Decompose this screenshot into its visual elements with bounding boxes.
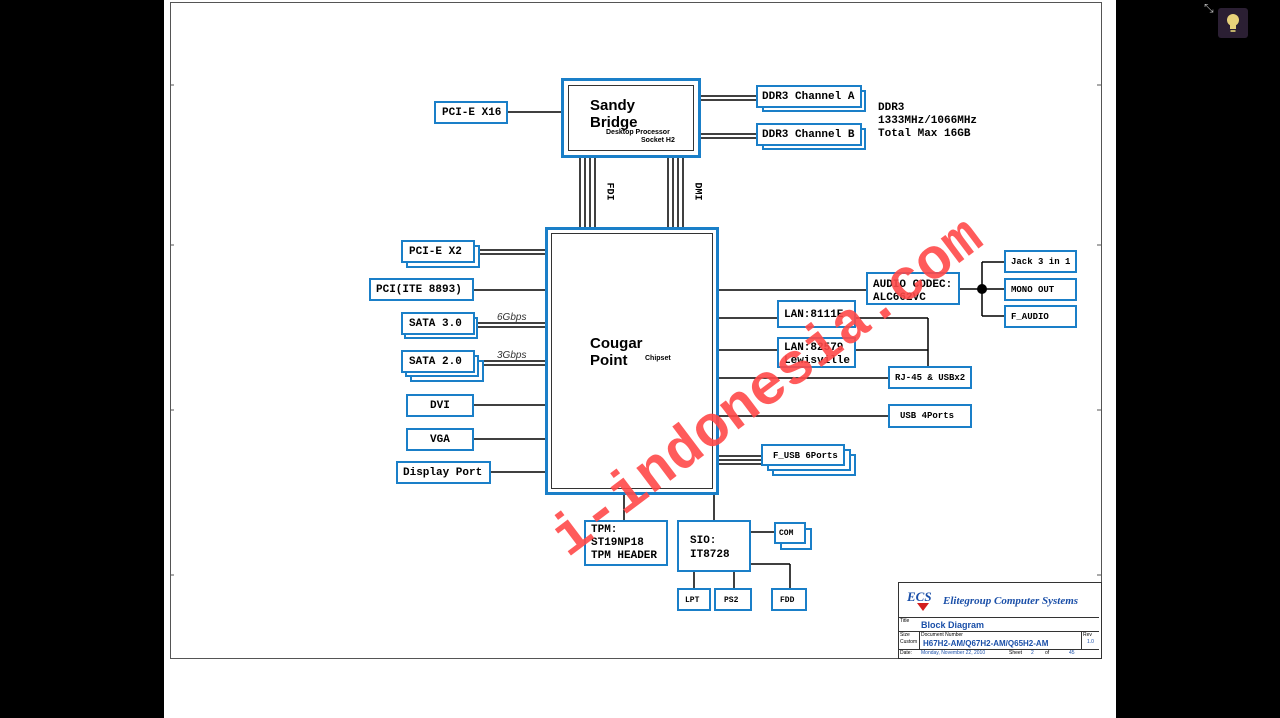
audio-codec-block: AUDIO CODEC: ALC662VC (866, 272, 960, 305)
sio-label: SIO: (690, 535, 717, 547)
ddr-note-capacity: Total Max 16GB (878, 128, 971, 140)
lan-8111e-block: LAN:8111E (777, 300, 856, 328)
sheet-total: 45 (1069, 650, 1075, 656)
title-header: Title (900, 618, 910, 624)
display-port-label: Display Port (403, 467, 483, 479)
sheet-border (170, 2, 1102, 659)
sata2-block: SATA 2.0 (401, 350, 475, 373)
ecs-logo-mark (917, 603, 929, 611)
jack-block: Jack 3 in 1 (1004, 250, 1077, 273)
cpu-block (561, 78, 701, 158)
pcie-x16-label: PCI-E X16 (442, 107, 502, 119)
sio-block: SIO: IT8728 (677, 520, 751, 572)
pch-name-line2: Point (590, 352, 628, 369)
pch-name-line1: Cougar (590, 335, 643, 352)
title-block: ECS Elitegroup Computer Systems Title Bl… (898, 582, 1102, 659)
ddr-channel-a-label: DDR3 Channel A (762, 91, 855, 103)
fdd-block: FDD (771, 588, 807, 611)
lan-82579-name: Lewisville (784, 355, 851, 367)
company-name: Elitegroup Computer Systems (943, 595, 1079, 607)
sheet-title: Block Diagram (921, 620, 985, 630)
sio-chip: IT8728 (690, 549, 730, 561)
usb-4ports-label: USB 4Ports (900, 411, 955, 421)
fdi-label: FDI (603, 182, 615, 201)
mono-out-label: MONO OUT (1011, 285, 1055, 295)
lan-8111e-label: LAN:8111E (784, 309, 844, 321)
f-audio-label: F_AUDIO (1011, 312, 1049, 322)
cpu-socket: Socket H2 (641, 137, 675, 144)
rj45-usb-block: RJ-45 & USBx2 (888, 366, 972, 389)
document-number: H67H2-AM/Q67H2-AM/Q65H2-AM (923, 639, 1049, 648)
lightbulb-icon[interactable] (1218, 8, 1248, 38)
com-label: COM (779, 529, 794, 538)
pcie-x2-label: PCI-E X2 (409, 246, 462, 258)
sata3-speed: 6Gbps (497, 312, 527, 323)
pci-block: PCI(ITE 8893) (369, 278, 474, 301)
f-audio-block: F_AUDIO (1004, 305, 1077, 328)
docnum-header: Document Number (921, 632, 963, 638)
pcie-x2-block: PCI-E X2 (401, 240, 475, 263)
f-usb-block: F_USB 6Ports (761, 444, 845, 466)
lan-82579-block: LAN:82579 Lewisville (777, 337, 856, 368)
collapse-icon[interactable]: ⤡ (1204, 1, 1214, 15)
cpu-subtitle: Desktop Processor (606, 129, 670, 136)
sata2-label: SATA 2.0 (409, 356, 462, 368)
ddr-note-speed: 1333MHz/1066MHz (878, 115, 978, 127)
jack-label: Jack 3 in 1 (1011, 257, 1071, 267)
sheet-number: 2 (1031, 650, 1034, 656)
size-header: Size (900, 632, 910, 638)
ps2-block: PS2 (714, 588, 752, 611)
ddr-note-type: DDR3 (878, 102, 905, 114)
ps2-label: PS2 (724, 596, 739, 605)
date-header: Date: (900, 650, 912, 656)
dmi-label: DMI (691, 182, 703, 201)
ecs-logo: ECS (907, 589, 932, 604)
sata3-label: SATA 3.0 (409, 318, 462, 330)
fdd-label: FDD (780, 596, 795, 605)
lpt-block: LPT (677, 588, 711, 611)
cpu-name-line1: Sandy (590, 97, 636, 114)
dvi-block: DVI (406, 394, 474, 417)
lpt-label: LPT (685, 596, 700, 605)
audio-codec-label: AUDIO CODEC: (873, 279, 953, 291)
pci-label: PCI(ITE 8893) (376, 284, 462, 296)
date-value: Monday, November 22, 2010 (921, 650, 986, 656)
f-usb-label: F_USB 6Ports (773, 451, 838, 461)
sata3-block: SATA 3.0 (401, 312, 475, 335)
tpm-label: TPM: (591, 524, 618, 536)
usb-4ports-block: USB 4Ports (888, 404, 972, 428)
rj45-usb-label: RJ-45 & USBx2 (895, 373, 966, 383)
ddr-channel-b-block: DDR3 Channel B (756, 123, 862, 146)
vga-label: VGA (430, 434, 450, 446)
rev-value: 1.0 (1087, 639, 1094, 645)
tpm-header: TPM HEADER (591, 550, 658, 562)
audio-codec-model: ALC662VC (873, 292, 926, 304)
display-port-block: Display Port (396, 461, 491, 484)
rev-header: Rev (1083, 632, 1092, 638)
cpu-name-line2: Bridge (590, 114, 638, 131)
lan-82579-label: LAN:82579 (784, 342, 844, 354)
pch-subtitle: Chipset (645, 355, 671, 362)
dvi-label: DVI (430, 400, 450, 412)
pch-block (545, 227, 719, 495)
vga-block: VGA (406, 428, 474, 451)
sata2-speed: 3Gbps (497, 350, 527, 361)
pcie-x16-block: PCI-E X16 (434, 101, 508, 124)
tpm-chip: ST19NP18 (591, 537, 644, 549)
ddr-channel-a-block: DDR3 Channel A (756, 85, 862, 108)
sheet-header: Sheet (1009, 650, 1023, 656)
tpm-block: TPM: ST19NP18 TPM HEADER (584, 520, 668, 566)
com-block: COM (774, 522, 806, 544)
mono-out-block: MONO OUT (1004, 278, 1077, 301)
ddr-channel-b-label: DDR3 Channel B (762, 129, 855, 141)
size-value: Custom (900, 639, 918, 645)
sheet-of: of (1045, 650, 1050, 656)
